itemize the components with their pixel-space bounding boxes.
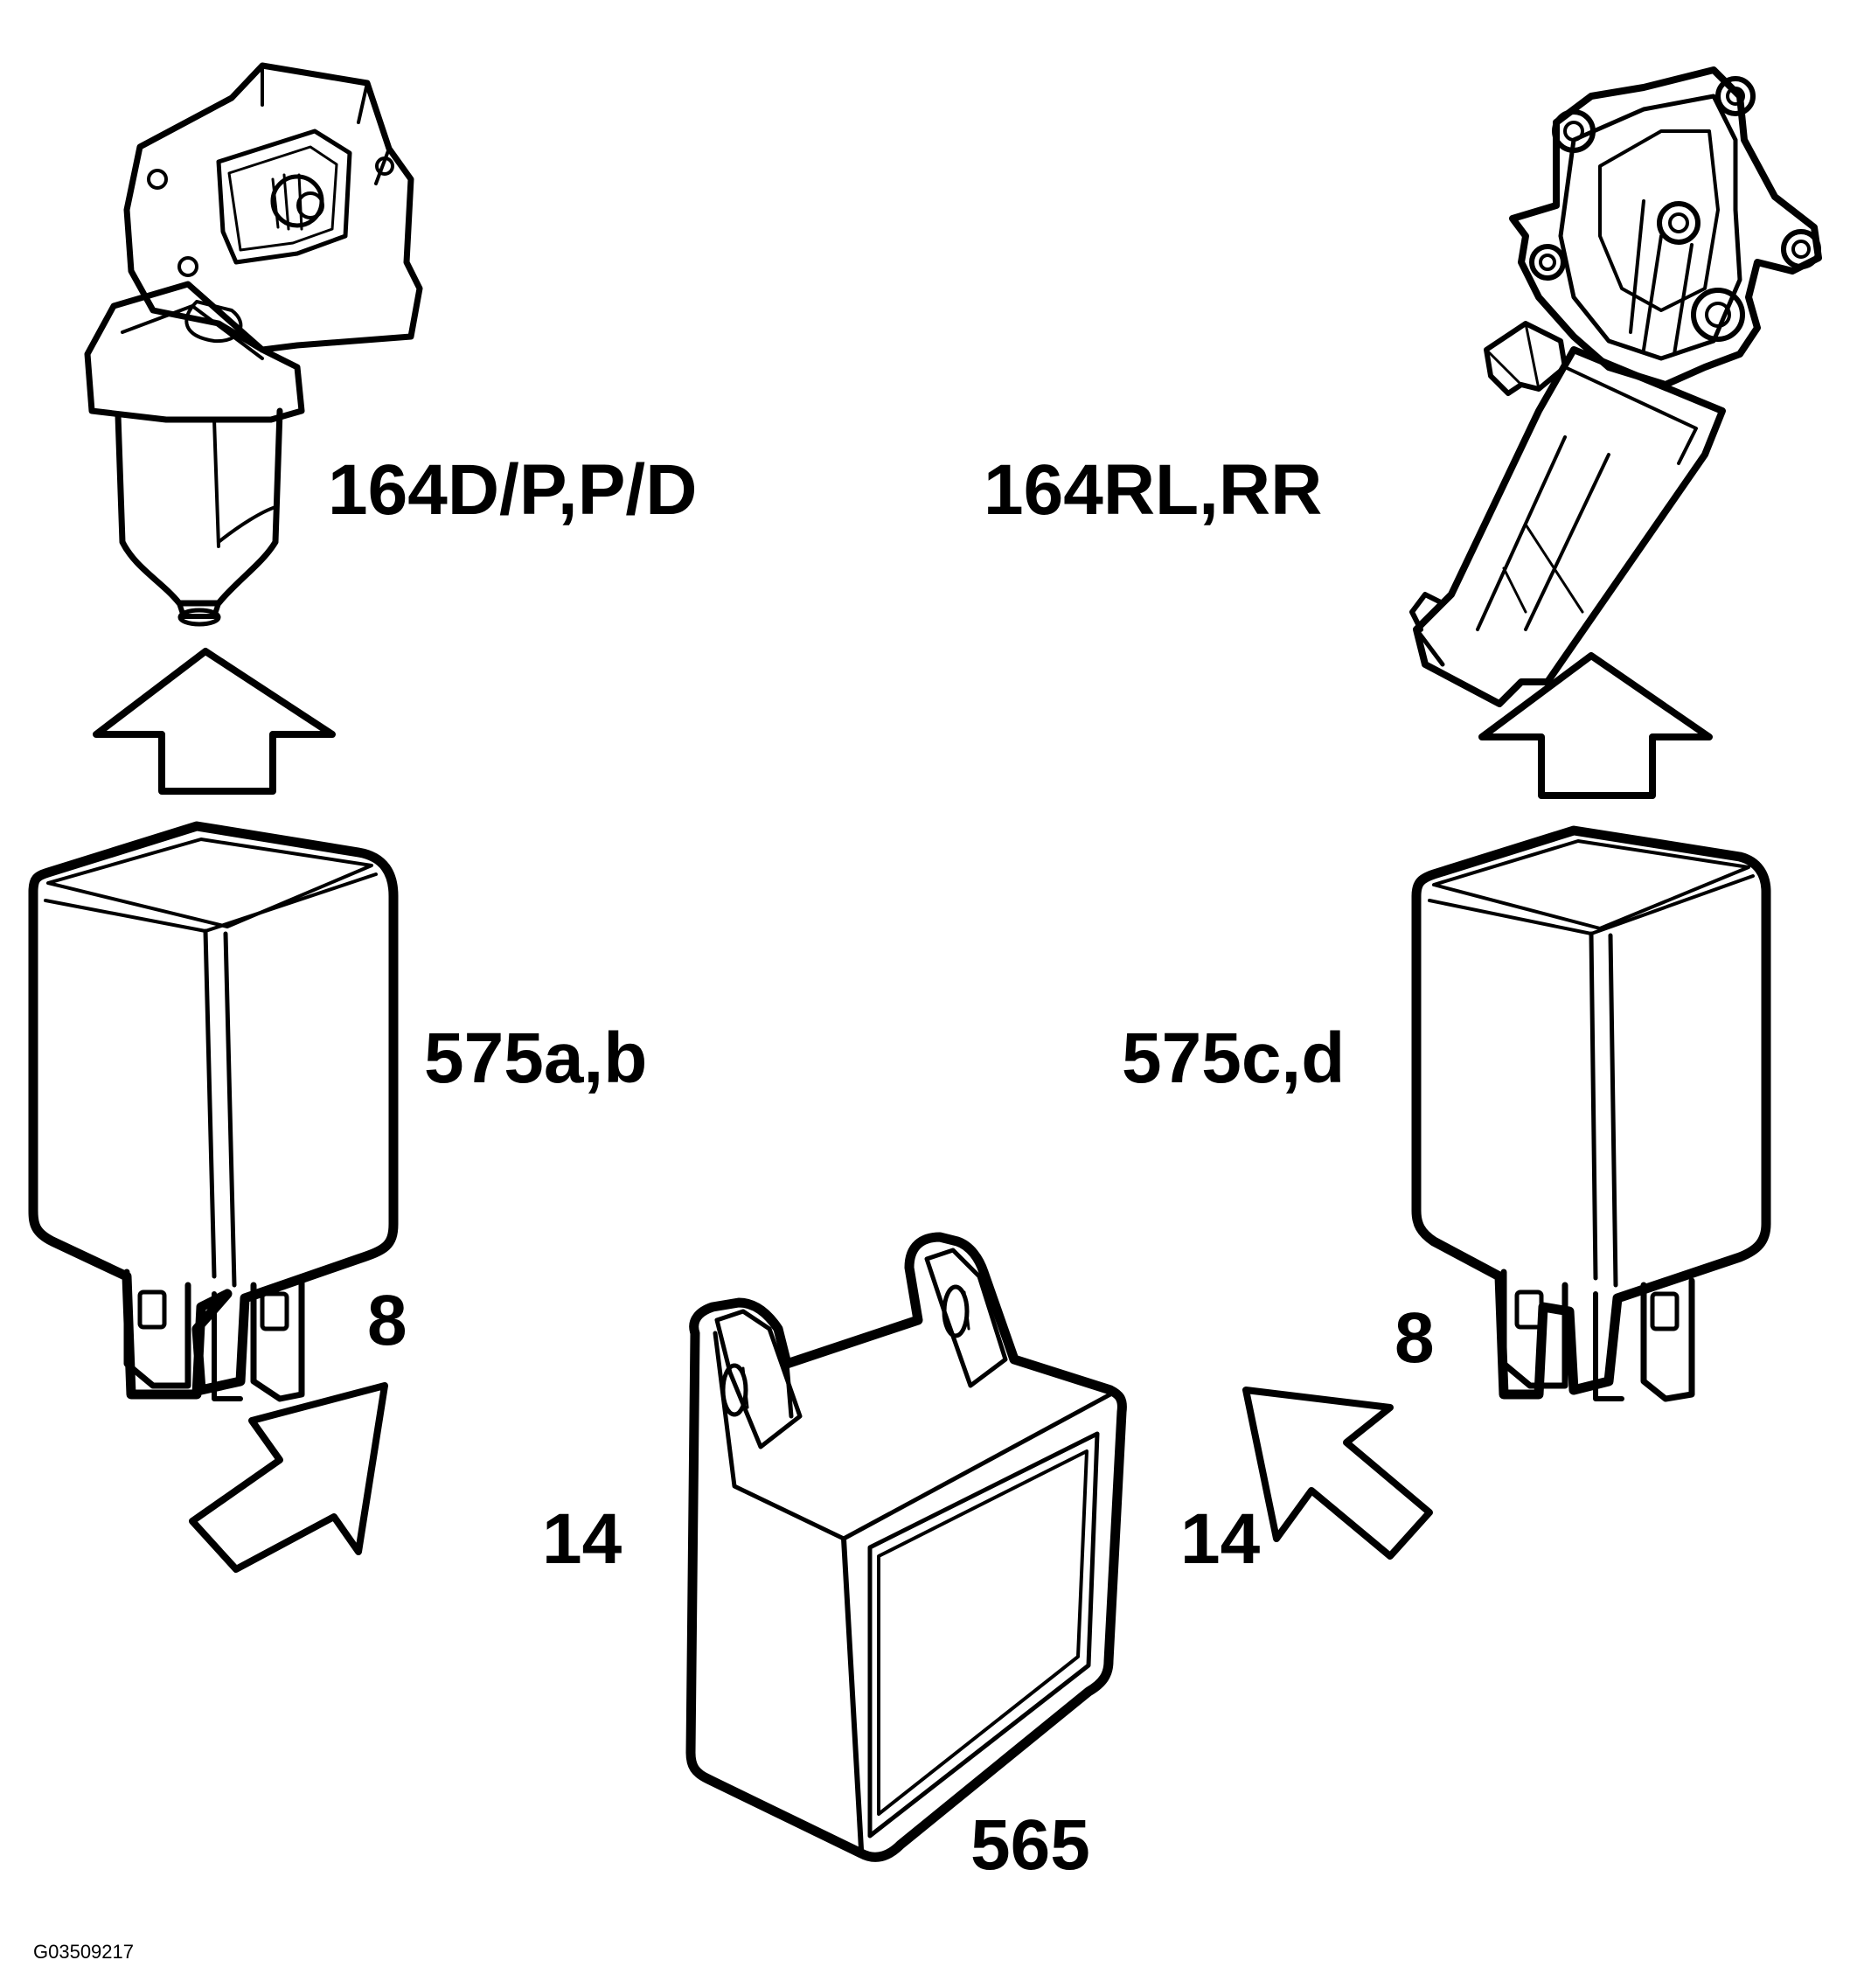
relay-right-label: 575c,d <box>1122 1018 1346 1098</box>
arrow-up-icon <box>93 648 336 795</box>
arrow-left-value-label: 14 <box>542 1499 622 1579</box>
figure-id: G03509217 <box>33 1941 134 1963</box>
control-module-label: 565 <box>970 1805 1090 1885</box>
motor-rear-label: 164RL,RR <box>984 450 1323 530</box>
relay-left-icon <box>28 821 399 1402</box>
pin-count-left-label: 8 <box>367 1281 407 1360</box>
relay-right-icon <box>1411 825 1771 1402</box>
arrow-right-value-label: 14 <box>1180 1499 1261 1579</box>
control-module-icon <box>685 1232 1127 1862</box>
relay-left-label: 575a,b <box>424 1018 648 1098</box>
motor-front-label: 164D/P,P/D <box>328 450 698 530</box>
pin-count-right-label: 8 <box>1394 1298 1435 1378</box>
arrow-diagonal-icon <box>1242 1387 1433 1560</box>
arrow-diagonal-icon <box>189 1382 388 1573</box>
window-motor-rear-icon <box>1409 66 1822 707</box>
window-motor-front-icon <box>84 62 423 627</box>
arrow-up-icon <box>1478 652 1713 799</box>
